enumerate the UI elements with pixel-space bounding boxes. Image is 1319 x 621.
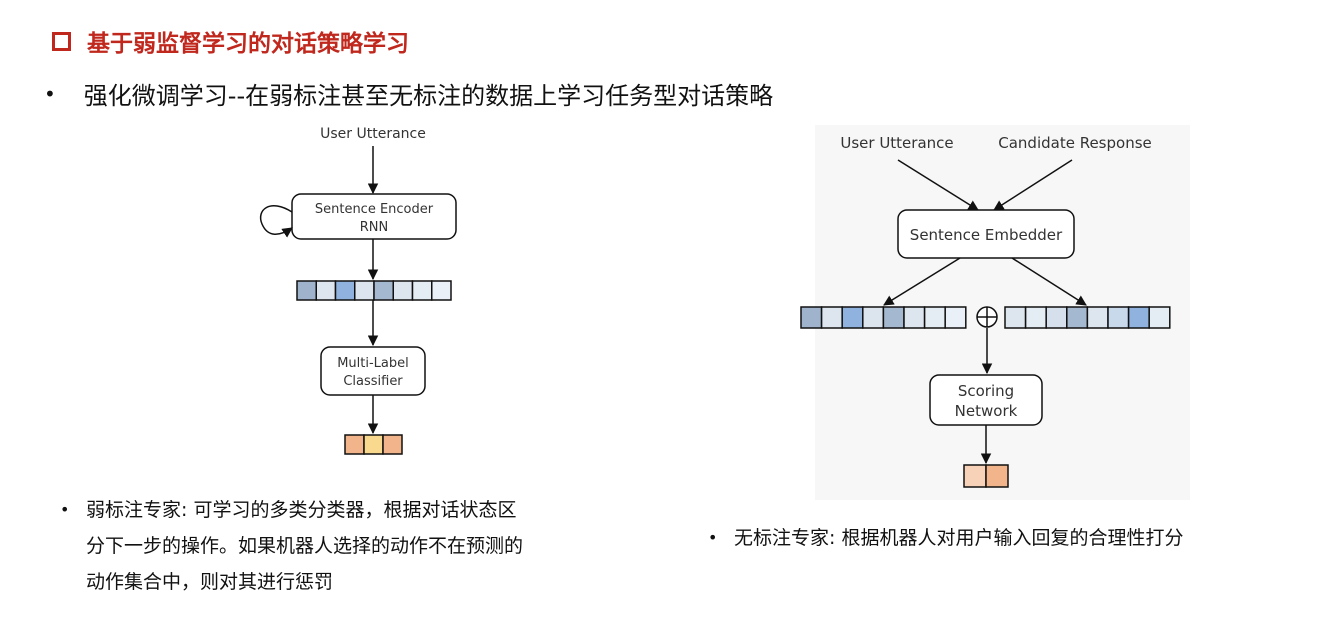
bullet-dot-icon: • — [60, 500, 70, 519]
right-vector-b-cell-1 — [1004, 306, 1027, 329]
recurrent-loop-arrow — [259, 205, 293, 238]
right-vector-a-cell-4 — [862, 306, 885, 329]
left-vector-cell-1 — [296, 280, 317, 301]
right-vector-b-cell-8 — [1148, 306, 1171, 329]
bullet-dot-icon: • — [44, 81, 56, 106]
classifier-label-1: Multi-Label — [337, 356, 409, 371]
left-note-line-3: 动作集合中，则对其进行惩罚 — [86, 571, 334, 593]
right-input1-label: User Utterance — [840, 134, 953, 152]
bullet-dot-icon: • — [708, 528, 718, 547]
left-note-line-1: 弱标注专家: 可学习的多类分类器，根据对话状态区 — [86, 499, 517, 521]
right-vector-a — [800, 306, 967, 329]
right-vector-a-cell-5 — [882, 306, 905, 329]
scoring-label-1: Scoring — [958, 382, 1014, 400]
right-arrow-input2 — [993, 159, 1073, 211]
slide-title-text: 基于弱监督学习的对话策略学习 — [87, 31, 409, 57]
left-note-line-2: 分下一步的操作。如果机器人选择的动作不在预测的 — [86, 535, 524, 557]
left-output-vector — [344, 434, 403, 455]
right-vector-b-cell-4 — [1066, 306, 1089, 329]
scoring-label-2: Network — [955, 402, 1018, 420]
left-vector — [296, 280, 452, 301]
right-vector-a-cell-3 — [841, 306, 864, 329]
right-diagram: User Utterance Candidate Response Senten… — [800, 125, 1190, 500]
encoder-label-2: RNN — [360, 220, 388, 235]
encoder-label-1: Sentence Encoder — [315, 202, 434, 217]
right-note: • 无标注专家: 根据机器人对用户输入回复的合理性打分 — [708, 520, 1183, 556]
right-arrow-split-right — [1011, 257, 1087, 306]
left-vector-cell-6 — [392, 280, 414, 301]
left-output-cell-2 — [363, 434, 384, 455]
right-vector-a-cell-2 — [820, 306, 843, 329]
right-output-cell-2 — [985, 464, 1009, 488]
right-vector-a-cell-8 — [944, 306, 967, 329]
square-bullet-icon — [52, 31, 71, 51]
left-output-cell-1 — [344, 434, 365, 455]
right-vector-b-cell-2 — [1024, 306, 1047, 329]
right-note-text: 无标注专家: 根据机器人对用户输入回复的合理性打分 — [734, 527, 1184, 549]
right-vector-b — [1004, 306, 1171, 329]
sentence-embedder-box — [897, 209, 1075, 259]
right-vector-a-cell-7 — [923, 306, 946, 329]
slide-title: 基于弱监督学习的对话策略学习 — [52, 24, 409, 58]
classifier-label-2: Classifier — [343, 374, 403, 389]
right-arrow-split-left — [883, 257, 961, 306]
right-output-vector — [963, 464, 1009, 488]
right-vector-b-cell-7 — [1127, 306, 1150, 329]
right-vector-b-cell-5 — [1086, 306, 1109, 329]
right-output-cell-1 — [963, 464, 987, 488]
left-note: • 弱标注专家: 可学习的多类分类器，根据对话状态区 分下一步的操作。如果机器人… — [60, 492, 523, 600]
sentence-encoder-box — [291, 193, 457, 240]
right-arrow-input1 — [897, 159, 979, 211]
right-vector-b-cell-3 — [1045, 306, 1068, 329]
right-vector-a-cell-1 — [800, 306, 823, 329]
left-vector-cell-3 — [334, 280, 356, 301]
right-input2-label: Candidate Response — [998, 134, 1152, 152]
left-vector-cell-5 — [373, 280, 394, 301]
main-bullet-text: 强化微调学习--在弱标注甚至无标注的数据上学习任务型对话策略 — [83, 82, 774, 110]
left-vector-cell-7 — [411, 280, 433, 301]
left-input-label: User Utterance — [320, 126, 426, 142]
embedder-label: Sentence Embedder — [910, 226, 1063, 244]
left-diagram: User Utterance Sentence Encoder RNN Mult… — [259, 126, 457, 455]
left-output-cell-3 — [382, 434, 403, 455]
left-vector-cell-8 — [431, 280, 452, 301]
left-vector-cell-4 — [354, 280, 375, 301]
left-vector-cell-2 — [315, 280, 337, 301]
main-bullet: • 强化微调学习--在弱标注甚至无标注的数据上学习任务型对话策略 — [44, 76, 773, 111]
right-vector-b-cell-6 — [1107, 306, 1130, 329]
right-vector-a-cell-6 — [903, 306, 926, 329]
